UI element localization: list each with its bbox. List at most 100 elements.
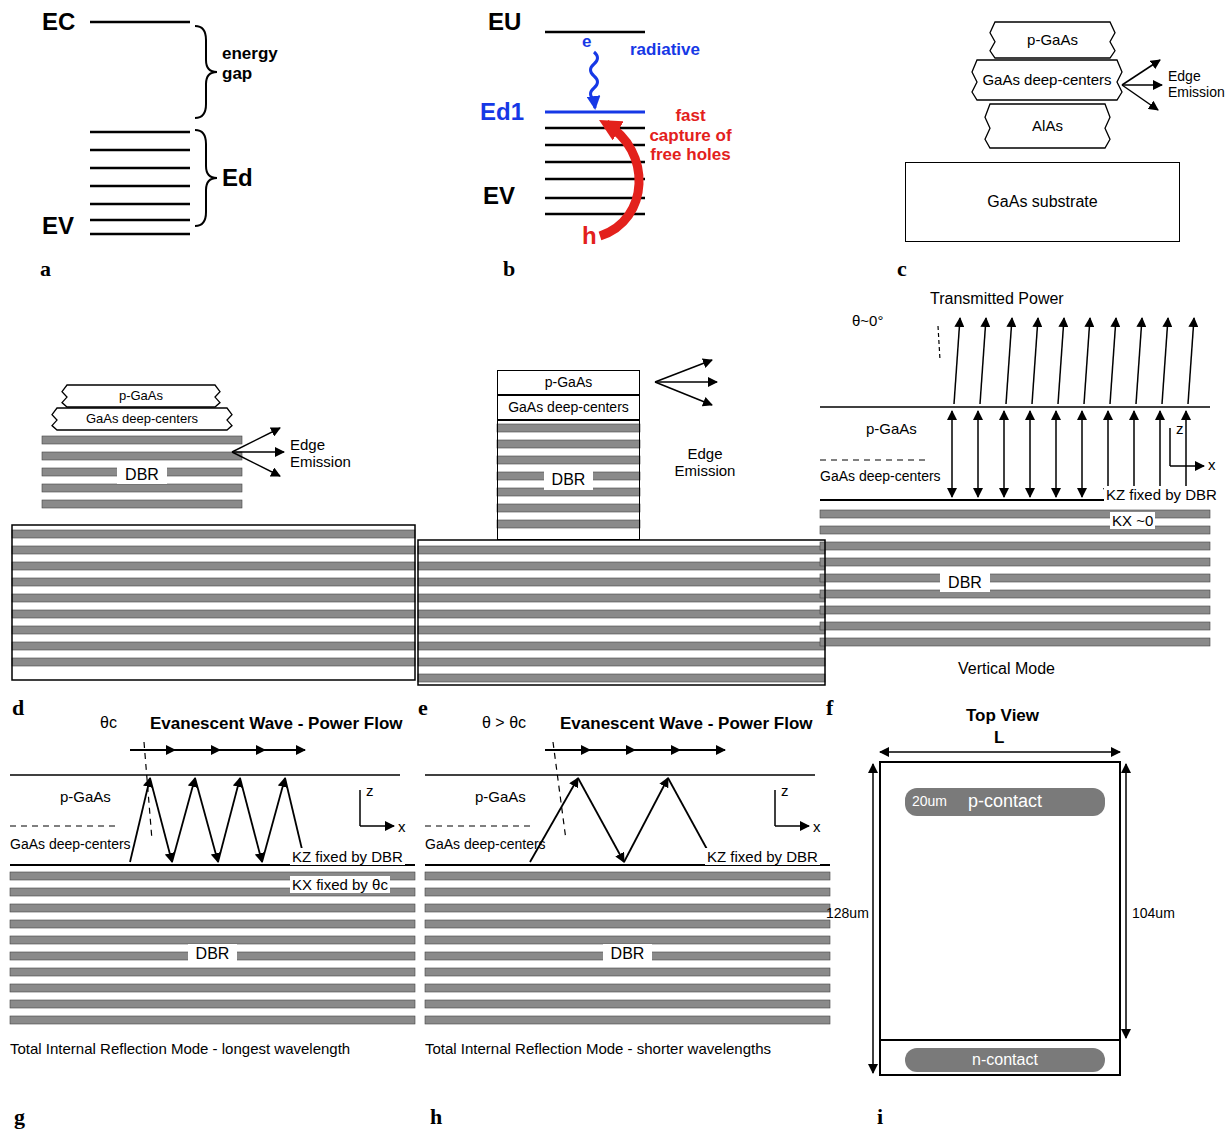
figure-label: θc: [100, 714, 117, 732]
layer-box: GaAs deep-centers: [52, 408, 232, 430]
figure-label: 20um: [912, 793, 947, 809]
figure-label: KX ~0: [1110, 512, 1155, 529]
panel-letter: f: [826, 695, 833, 720]
tir-rays: [130, 750, 725, 862]
node-text: DBR: [117, 465, 167, 485]
capture-arrow: [600, 124, 639, 236]
transmitted-arrow: [1032, 318, 1038, 404]
dbr-stripe: [12, 610, 415, 618]
panel-letter: h: [430, 1104, 442, 1129]
node-text: GaAs deep-centers: [982, 72, 1111, 89]
dbr-stripe: [820, 606, 1210, 614]
panel-letter: g: [14, 1104, 25, 1129]
figure-label: energy gap: [222, 44, 302, 83]
dbr-stripe: [418, 546, 825, 554]
dbr-stripe: [820, 638, 1210, 646]
figure-label: fast capture of free holes: [648, 106, 733, 165]
braces: [195, 26, 217, 226]
band-levels-a: [90, 22, 190, 234]
power-flow-arrow: [220, 749, 265, 751]
figure-label: Evanescent Wave - Power Flow: [150, 714, 403, 734]
layer-box: p-GaAs: [497, 370, 640, 395]
node-text: DBR: [603, 944, 653, 964]
figure-label: KZ fixed by DBR: [705, 848, 820, 865]
power-flow-arrow: [175, 749, 220, 751]
dbr-stripe: [12, 562, 415, 570]
transmitted-arrow: [1136, 318, 1142, 404]
dbr-stripe: [418, 658, 825, 666]
power-flow-arrow: [265, 749, 305, 751]
dbr-stripe: [42, 452, 242, 460]
dbr-stripe: [10, 920, 415, 928]
ray-arrow: [578, 778, 624, 862]
node-text: AlAs: [1032, 118, 1063, 135]
layer-box: GaAs deep-centers: [497, 395, 640, 420]
band-levels-b: [545, 32, 645, 214]
figure-label: p-GaAs: [60, 788, 111, 805]
layer-box: GaAs deep-centers: [972, 60, 1122, 100]
transmitted-arrow: [1058, 318, 1064, 404]
figure-label: Evanescent Wave - Power Flow: [560, 714, 813, 734]
layers-h: [425, 742, 830, 865]
layer-box: p-GaAs: [62, 385, 220, 407]
figure-label: h: [582, 222, 597, 250]
dbr-stripe: [10, 1016, 415, 1024]
figure-label: Ed: [222, 164, 253, 192]
transmitted-arrow: [980, 318, 986, 404]
dbr-stripe: [10, 1000, 415, 1008]
power-flow-arrow: [590, 749, 635, 751]
transmitted-arrow: [1162, 318, 1168, 404]
dbr-stripe: [418, 674, 825, 682]
dbr-stripe: [10, 968, 415, 976]
dbr-stripe: [418, 578, 825, 586]
mode-arrow: [1055, 411, 1057, 497]
node-text: DBR: [940, 573, 990, 593]
mode-arrows-f: [952, 318, 1194, 497]
figure-label: EC: [42, 8, 75, 36]
figure-label: 104um: [1132, 905, 1175, 921]
node-text: p-GaAs: [119, 389, 163, 403]
figure-label: GaAs deep-centers: [820, 468, 941, 484]
dbr-stripe: [497, 440, 640, 448]
node-text: p-contact: [968, 792, 1042, 812]
figure-label: z: [366, 782, 374, 799]
figure-label: radiative: [630, 40, 700, 60]
dbr-stripe: [425, 968, 830, 976]
figure-label: Edge Emission: [1168, 68, 1228, 100]
dbr-stripe: [418, 642, 825, 650]
layers-g: [10, 742, 415, 865]
figure-label: EV: [42, 212, 74, 240]
node-text: GaAs deep-centers: [86, 412, 198, 426]
figure-label: KZ fixed by DBR: [290, 848, 405, 865]
figure-label: z: [1176, 420, 1184, 437]
ray-arrow: [262, 778, 285, 862]
panel-letter: i: [877, 1104, 883, 1129]
dbr-stripe: [425, 920, 830, 928]
figure-label: Edge Emission: [290, 436, 358, 471]
emission-arrows-c: [1122, 60, 1162, 110]
figure-label: EU: [488, 8, 521, 36]
dbr-stripe: [820, 590, 1210, 598]
dbr-stripe: [418, 626, 825, 634]
dbr-stripe: [820, 542, 1210, 550]
dbr-stripes: [10, 424, 1210, 1024]
ray-arrow: [240, 778, 262, 862]
mode-arrow: [1029, 411, 1031, 497]
dbr-stripe: [10, 904, 415, 912]
dbr-stripe: [418, 610, 825, 618]
mode-arrow: [1133, 411, 1135, 497]
figure-label: θ > θc: [482, 714, 526, 732]
dbr-stripe: [820, 622, 1210, 630]
dbr-stripe: [42, 484, 242, 492]
dbr-stripe: [425, 1000, 830, 1008]
node-text: GaAs deep-centers: [508, 400, 629, 415]
layer-box: GaAs substrate: [905, 162, 1180, 242]
figure-label: Transmitted Power: [930, 290, 1064, 308]
ray-arrow: [624, 778, 668, 862]
figure-label: x: [813, 818, 821, 835]
contact-pad: n-contact: [905, 1048, 1105, 1072]
dbr-stripe: [42, 436, 242, 444]
ray-arrow: [218, 778, 240, 862]
ray-arrow: [172, 778, 195, 862]
dbr-stripe: [425, 904, 830, 912]
